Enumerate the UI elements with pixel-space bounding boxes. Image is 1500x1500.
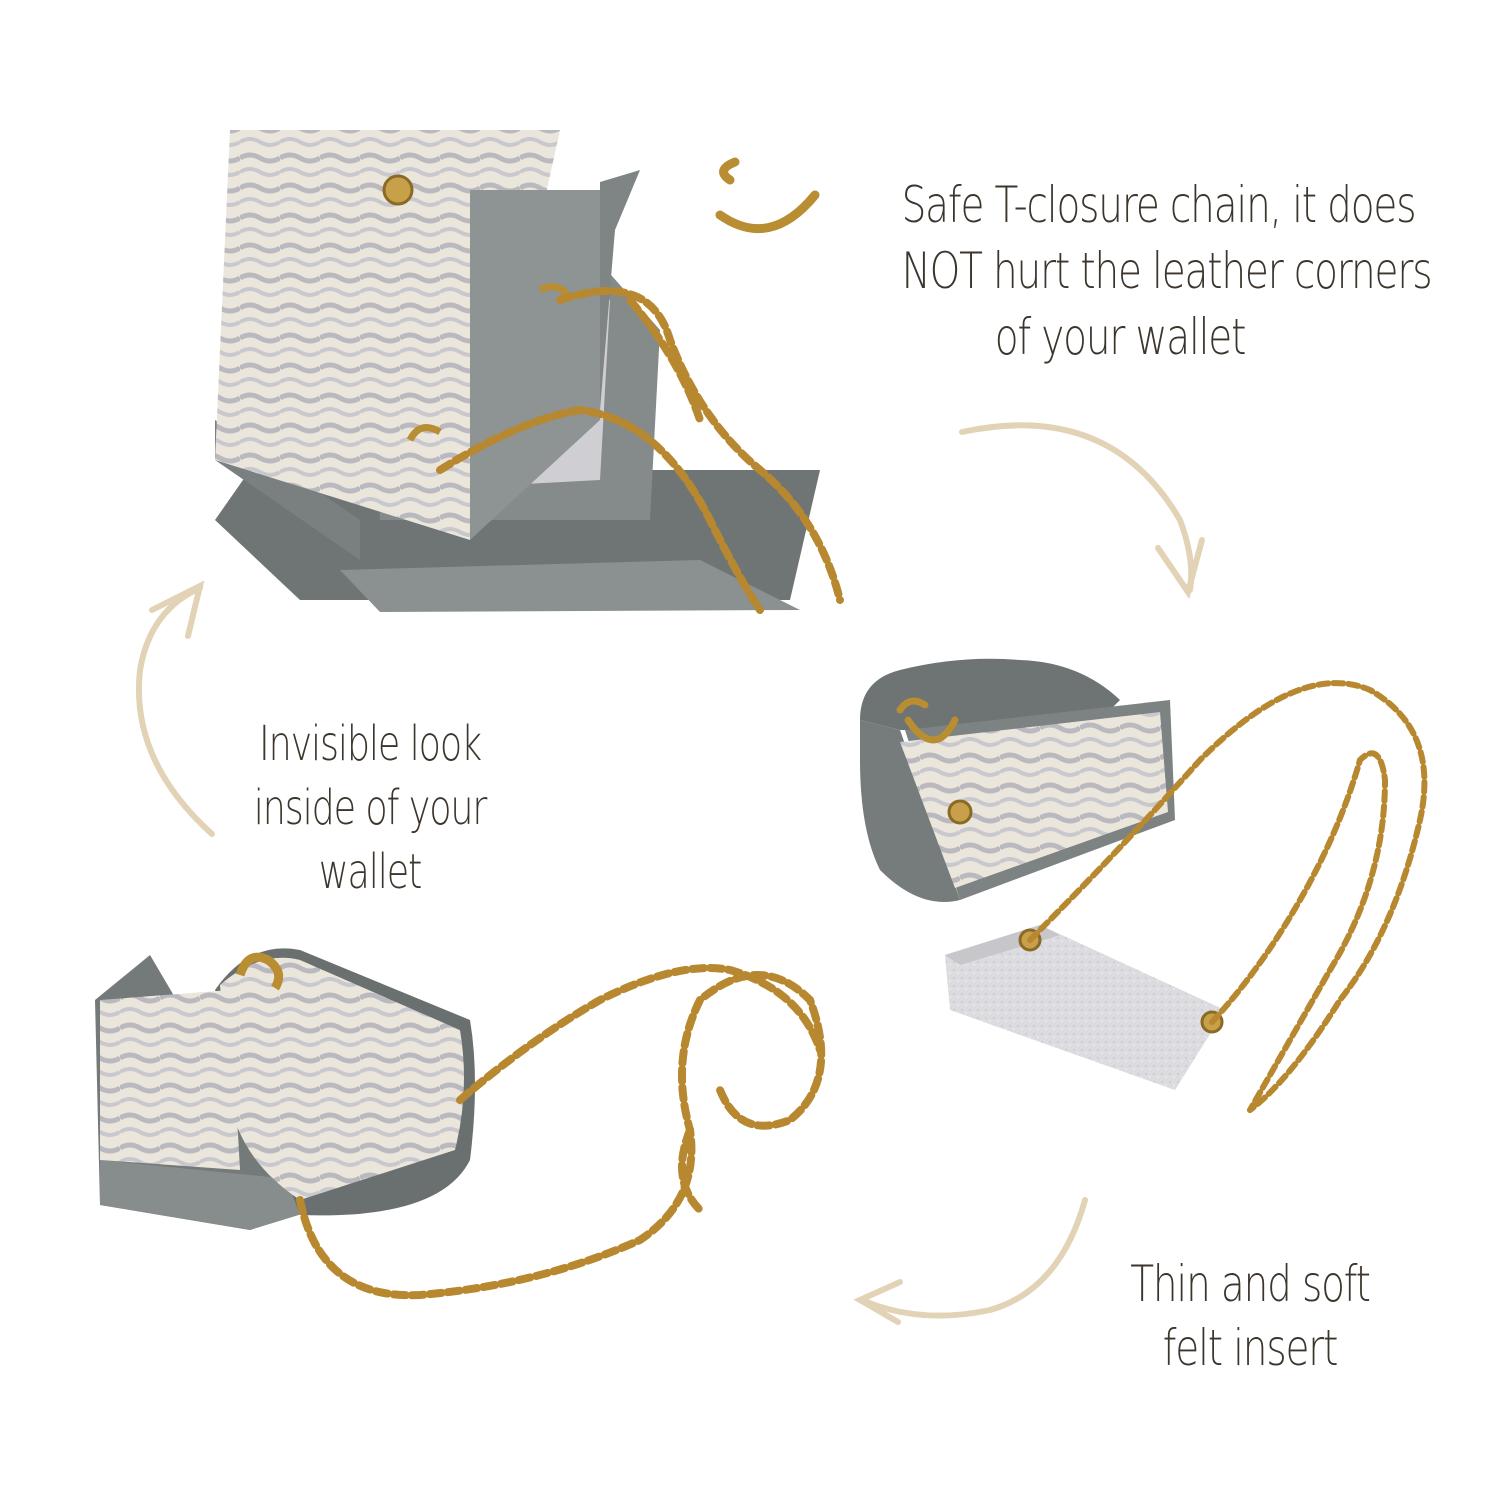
felt-caption: Thin and soft felt insert (1102, 1252, 1398, 1380)
wallet-closed-with-chain (95, 948, 475, 1230)
gold-chain-bottom (296, 964, 826, 1300)
invisible-caption-line-2: inside of your (253, 780, 488, 836)
invisible-caption-line-3: wallet (318, 844, 423, 900)
gold-chain-top (436, 287, 844, 614)
closure-caption-line-2: NOT hurt the leather corners (901, 242, 1433, 300)
gold-chain-long (1027, 680, 1428, 1113)
curved-arrow-left-icon (853, 1197, 1088, 1325)
curved-arrow-down-icon (959, 422, 1205, 600)
invisible-caption-line-1: Invisible look (258, 716, 482, 772)
closure-caption: Safe T-closure chain, it does NOT hurt t… (901, 172, 1433, 370)
felt-caption-line-2: felt insert (1162, 1319, 1339, 1377)
invisible-caption: Invisible look inside of your wallet (226, 712, 515, 904)
wallet-open-closeup (215, 130, 820, 612)
curved-arrow-up-icon (136, 580, 215, 837)
closure-caption-line-3: of your wallet (994, 308, 1247, 366)
closure-caption-line-1: Safe T-closure chain, it does (901, 176, 1417, 234)
felt-caption-line-1: Thin and soft (1130, 1255, 1371, 1313)
felt-insert (945, 925, 1225, 1090)
saddle-wallet-with-insert (860, 658, 1175, 902)
